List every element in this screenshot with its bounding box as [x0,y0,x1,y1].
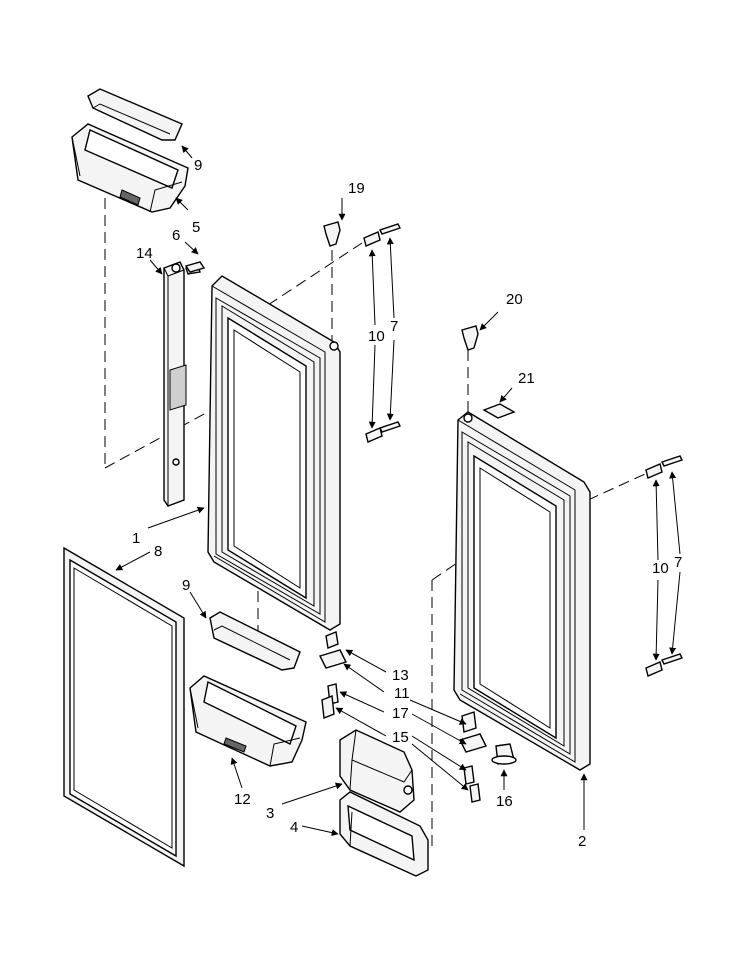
callout-10-left: 10 [368,328,385,345]
callout-15: 15 [392,729,409,746]
callout-6: 6 [172,227,180,244]
callout-14: 14 [136,245,153,262]
callout-12: 12 [234,791,251,808]
part-21 [482,403,516,419]
callout-8: 8 [154,543,162,560]
leader-lines [115,145,681,837]
callout-16: 16 [496,793,513,810]
callout-10-right: 10 [652,560,669,577]
screws-7-10-right [645,455,683,677]
callout-1: 1 [132,530,140,547]
callout-7-right: 7 [674,554,682,571]
left-door-1 [207,275,341,631]
callout-labels: 9 5 6 14 19 10 7 20 21 1 8 9 10 7 13 11 … [132,157,682,850]
door-bin-bottom [189,611,307,767]
right-door-2 [453,411,591,771]
door-gasket-8 [63,546,185,868]
screw-6 [184,261,206,273]
hinge-19 [323,221,341,247]
dispenser-cover-3 [339,729,415,813]
callout-7-left: 7 [390,318,398,335]
callout-9-bottom: 9 [182,577,190,594]
callout-21: 21 [518,370,535,387]
callout-4: 4 [290,819,298,836]
callout-5: 5 [192,219,200,236]
door-strip-14 [163,261,201,507]
bottom-hinges [319,631,517,803]
callout-3: 3 [266,805,274,822]
hinge-20 [461,325,479,351]
callout-13: 13 [392,667,409,684]
screws-7-10-left [363,223,401,443]
callout-19: 19 [348,180,365,197]
callout-11: 11 [394,685,410,702]
dispenser-tray-4 [339,791,429,877]
door-bin-top [71,88,189,213]
callout-2: 2 [578,833,586,850]
callout-20: 20 [506,291,523,308]
callout-17: 17 [392,705,409,722]
callout-9-top: 9 [194,157,202,174]
